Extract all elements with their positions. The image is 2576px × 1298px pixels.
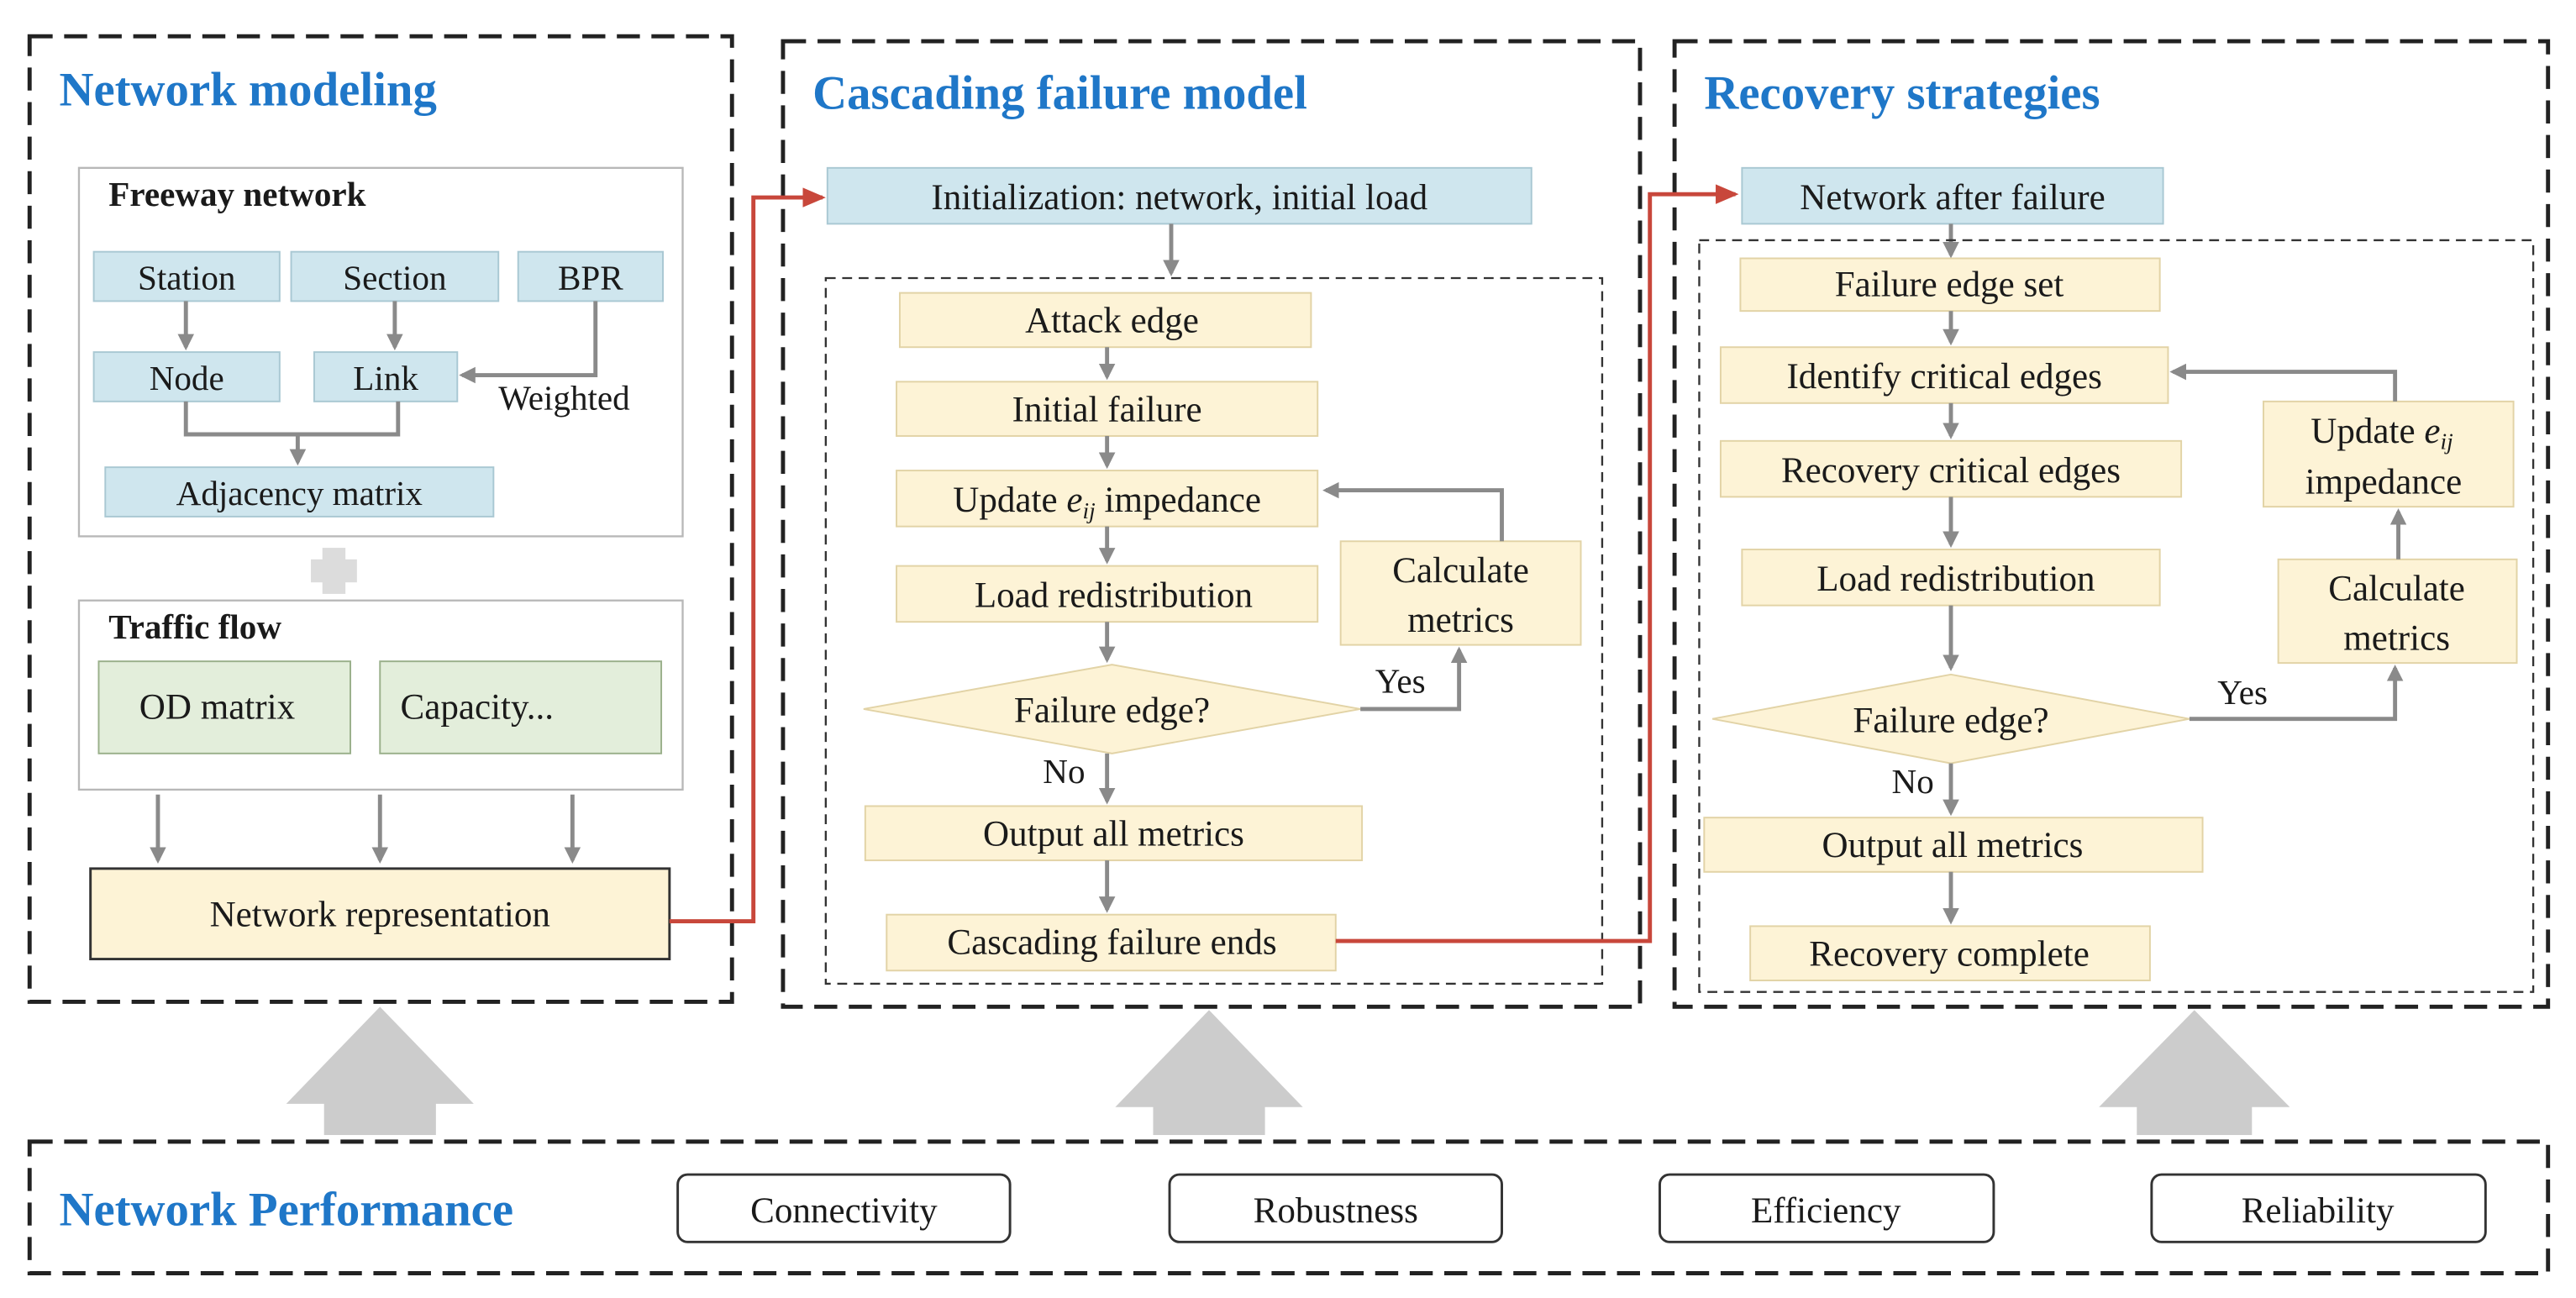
node-label: Node: [150, 359, 224, 397]
cascade-init-label: Initialization: network, initial load: [931, 178, 1427, 218]
capacity-box: [379, 660, 663, 754]
panel-cascading-failure: [781, 39, 1643, 1009]
od-matrix-label: OD matrix: [139, 688, 295, 728]
section-label: Section: [343, 259, 446, 297]
identify-critical-box: [1719, 346, 2169, 404]
recovery-update-label-2: impedance: [2305, 462, 2463, 502]
identify-critical-label: Identify critical edges: [1786, 357, 2101, 397]
recovery-load-box: [1741, 549, 2161, 607]
network-after-failure-box: [1741, 166, 2164, 225]
arrow-node-link-to-adjacency: [183, 401, 401, 462]
arrow-update-identify: [2169, 363, 2398, 402]
attack-edge-box: [898, 292, 1312, 349]
red-arrow-representation-to-cascade: [669, 187, 826, 923]
red-arrow-cascade-to-recovery: [1335, 184, 1739, 943]
cascade-calc-metrics-label-2: metrics: [1407, 601, 1514, 640]
recovery-calc-metrics-box: [2277, 558, 2518, 665]
cascade-loop-frame: [824, 276, 1604, 985]
cascade-yes-label: Yes: [1375, 661, 1426, 700]
arrow-calc-update: [1322, 481, 1504, 542]
cascade-calc-metrics-label-1: Calculate: [1392, 551, 1529, 591]
load-redistribution-label: Load redistribution: [975, 576, 1253, 616]
cascade-decision-label: Failure edge?: [1014, 691, 1210, 731]
station-box: [92, 250, 281, 302]
cascade-output-box: [864, 805, 1364, 862]
recovery-calc-metrics-label-1: Calculate: [2328, 570, 2465, 609]
bpr-label: BPR: [558, 259, 623, 297]
performance-efficiency-label: Efficiency: [1751, 1191, 1901, 1231]
big-up-arrow-left-icon: [286, 1006, 474, 1136]
cascade-output-label: Output all metrics: [983, 814, 1244, 854]
arrow-decision-yes-recovery: [2189, 665, 2404, 722]
plus-icon: [311, 548, 357, 594]
bpr-box: [517, 250, 664, 302]
traffic-flow-label: Traffic flow: [108, 607, 281, 646]
performance-efficiency-box: [1659, 1173, 1995, 1243]
panel-network-performance: [27, 1139, 2551, 1275]
adjacency-matrix-label: Adjacency matrix: [176, 474, 423, 512]
initial-failure-label: Initial failure: [1012, 390, 1202, 429]
performance-reliability-box: [2150, 1173, 2487, 1243]
network-representation-box: [89, 867, 671, 961]
attack-edge-label: Attack edge: [1025, 302, 1199, 341]
network-after-failure-label: Network after failure: [1800, 178, 2105, 218]
capacity-label: Capacity...: [400, 688, 554, 728]
recovery-output-box: [1703, 817, 2204, 873]
failure-edge-set-box: [1739, 257, 2161, 313]
title-network-performance: Network Performance: [59, 1184, 513, 1237]
recovery-loop-frame: [1698, 239, 2535, 993]
station-label: Station: [138, 259, 235, 297]
freeway-network-label: Freeway network: [108, 175, 365, 213]
performance-robustness-label: Robustness: [1254, 1191, 1418, 1231]
title-network-modeling: Network modeling: [59, 63, 436, 116]
panel-recovery: [1672, 39, 2551, 1009]
panel-network-modeling: [27, 34, 734, 1004]
update-impedance-label: Update eij impedance: [953, 481, 1261, 523]
recovery-load-label: Load redistribution: [1816, 560, 2095, 599]
section-box: [290, 250, 500, 302]
performance-robustness-box: [1168, 1173, 1503, 1243]
recovery-decision-label: Failure edge?: [1853, 701, 2048, 740]
weighted-label: Weighted: [498, 379, 630, 418]
recovery-yes-label: Yes: [2217, 673, 2268, 712]
big-up-arrow-right-icon: [2099, 1010, 2290, 1136]
big-up-arrow-middle-icon: [1115, 1010, 1303, 1136]
cascade-calc-metrics-box: [1339, 540, 1582, 646]
cascade-no-label: No: [1043, 752, 1085, 791]
recovery-update-label-1: Update eij: [2311, 412, 2452, 455]
link-label: Link: [353, 359, 418, 397]
title-recovery: Recovery strategies: [1704, 66, 2100, 119]
performance-reliability-label: Reliability: [2242, 1191, 2395, 1231]
recovery-complete-box: [1749, 925, 2151, 981]
arrow-bpr-link: [459, 301, 598, 384]
performance-connectivity-label: Connectivity: [750, 1191, 938, 1231]
recovery-output-label: Output all metrics: [1822, 826, 2083, 865]
recovery-update-box: [2263, 400, 2515, 508]
recovery-critical-label: Recovery critical edges: [1781, 451, 2121, 491]
recovery-calc-metrics-label-2: metrics: [2343, 618, 2450, 658]
cascade-ends-label: Cascading failure ends: [947, 923, 1276, 963]
cascade-ends-box: [886, 913, 1337, 972]
failure-edge-set-label: Failure edge set: [1835, 265, 2064, 305]
cascade-init-box: [826, 166, 1532, 225]
node-box: [92, 351, 281, 402]
initial-failure-box: [896, 381, 1319, 437]
recovery-critical-box: [1719, 439, 2183, 498]
network-representation-label: Network representation: [210, 895, 550, 934]
load-redistribution-box: [896, 565, 1319, 623]
performance-connectivity-box: [676, 1173, 1012, 1243]
title-cascading-failure: Cascading failure model: [812, 66, 1307, 119]
link-box: [313, 351, 459, 402]
recovery-no-label: No: [1892, 762, 1934, 801]
recovery-complete-label: Recovery complete: [1809, 934, 2090, 974]
od-matrix-box: [97, 660, 352, 754]
arrow-decision-yes: [1360, 646, 1468, 712]
